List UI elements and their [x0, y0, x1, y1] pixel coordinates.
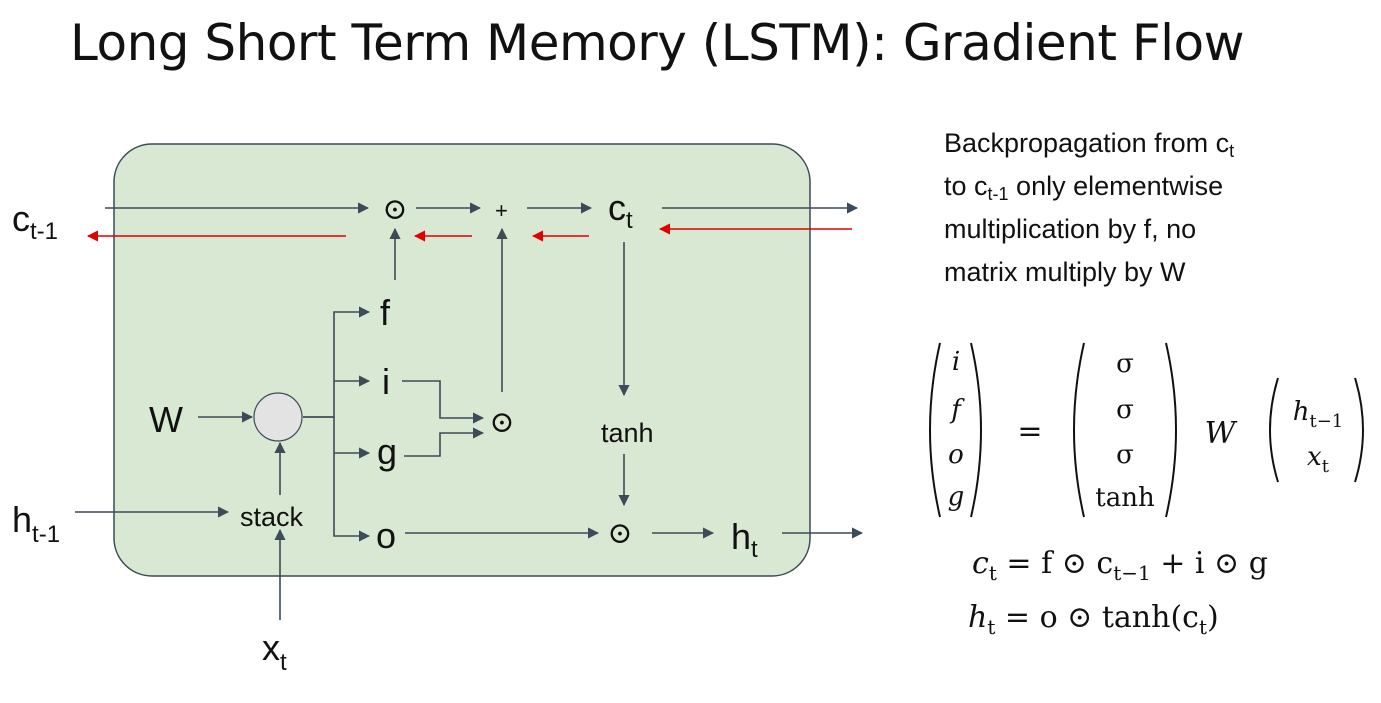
activation-sigma-2: σ: [1116, 395, 1134, 425]
gate-i-label: i: [382, 361, 390, 402]
weight-label: W: [149, 399, 183, 440]
hadamard-op-input: ⊙: [489, 405, 514, 440]
input-h-prev: ht−1: [1293, 397, 1344, 432]
slide-title: Long Short Term Memory (LSTM): Gradient …: [70, 14, 1244, 72]
x-t-label: xt: [262, 627, 287, 676]
lstm-cell-box: [113, 143, 811, 577]
hadamard-op-output: ⊙: [607, 516, 632, 551]
cell-state-equation: ct = f ⊙ ct−1 + i ⊙ g: [972, 546, 1268, 585]
gate-vector-f: f: [949, 395, 965, 425]
activation-sigma-1: σ: [1116, 349, 1134, 379]
forward-arrows: [75, 202, 864, 620]
equals-sign: =: [1017, 414, 1042, 449]
plus-op: +: [495, 198, 508, 223]
gate-vector-g: g: [948, 482, 965, 512]
explanation-line-4: matrix multiply by W: [944, 257, 1186, 287]
gate-f-label: f: [380, 292, 391, 333]
backward-gradient-arrows: [86, 223, 852, 242]
gate-vector-o: o: [948, 440, 964, 470]
hadamard-op-forget: ⊙: [382, 192, 407, 227]
gate-vector-i: i: [952, 347, 960, 377]
c-prev-label: ct-1: [12, 198, 58, 245]
gate-o-label: o: [376, 515, 396, 556]
explanation-line-1: Backpropagation from ct: [944, 128, 1235, 161]
h-t-label: ht: [731, 516, 758, 563]
c-t-label: ct: [608, 187, 633, 234]
gate-equation: [929, 342, 1364, 518]
input-x-t: xt: [1307, 442, 1330, 477]
input-node: [253, 392, 303, 442]
tanh-label: tanh: [601, 418, 654, 448]
weight-symbol: W: [1205, 416, 1238, 451]
activation-sigma-3: σ: [1116, 440, 1134, 470]
hidden-state-equation: ht = o ⊙ tanh(ct): [968, 600, 1219, 639]
gate-g-label: g: [377, 431, 397, 472]
gradient-explanation: Backpropagation from ct to ct-1 only ele…: [944, 122, 1364, 294]
explanation-line-3: multiplication by f, no: [944, 214, 1197, 244]
stack-label: stack: [240, 502, 304, 532]
h-prev-label: ht-1: [12, 499, 60, 548]
explanation-line-2: to ct-1 only elementwise: [944, 171, 1224, 204]
activation-tanh: tanh: [1095, 483, 1155, 513]
